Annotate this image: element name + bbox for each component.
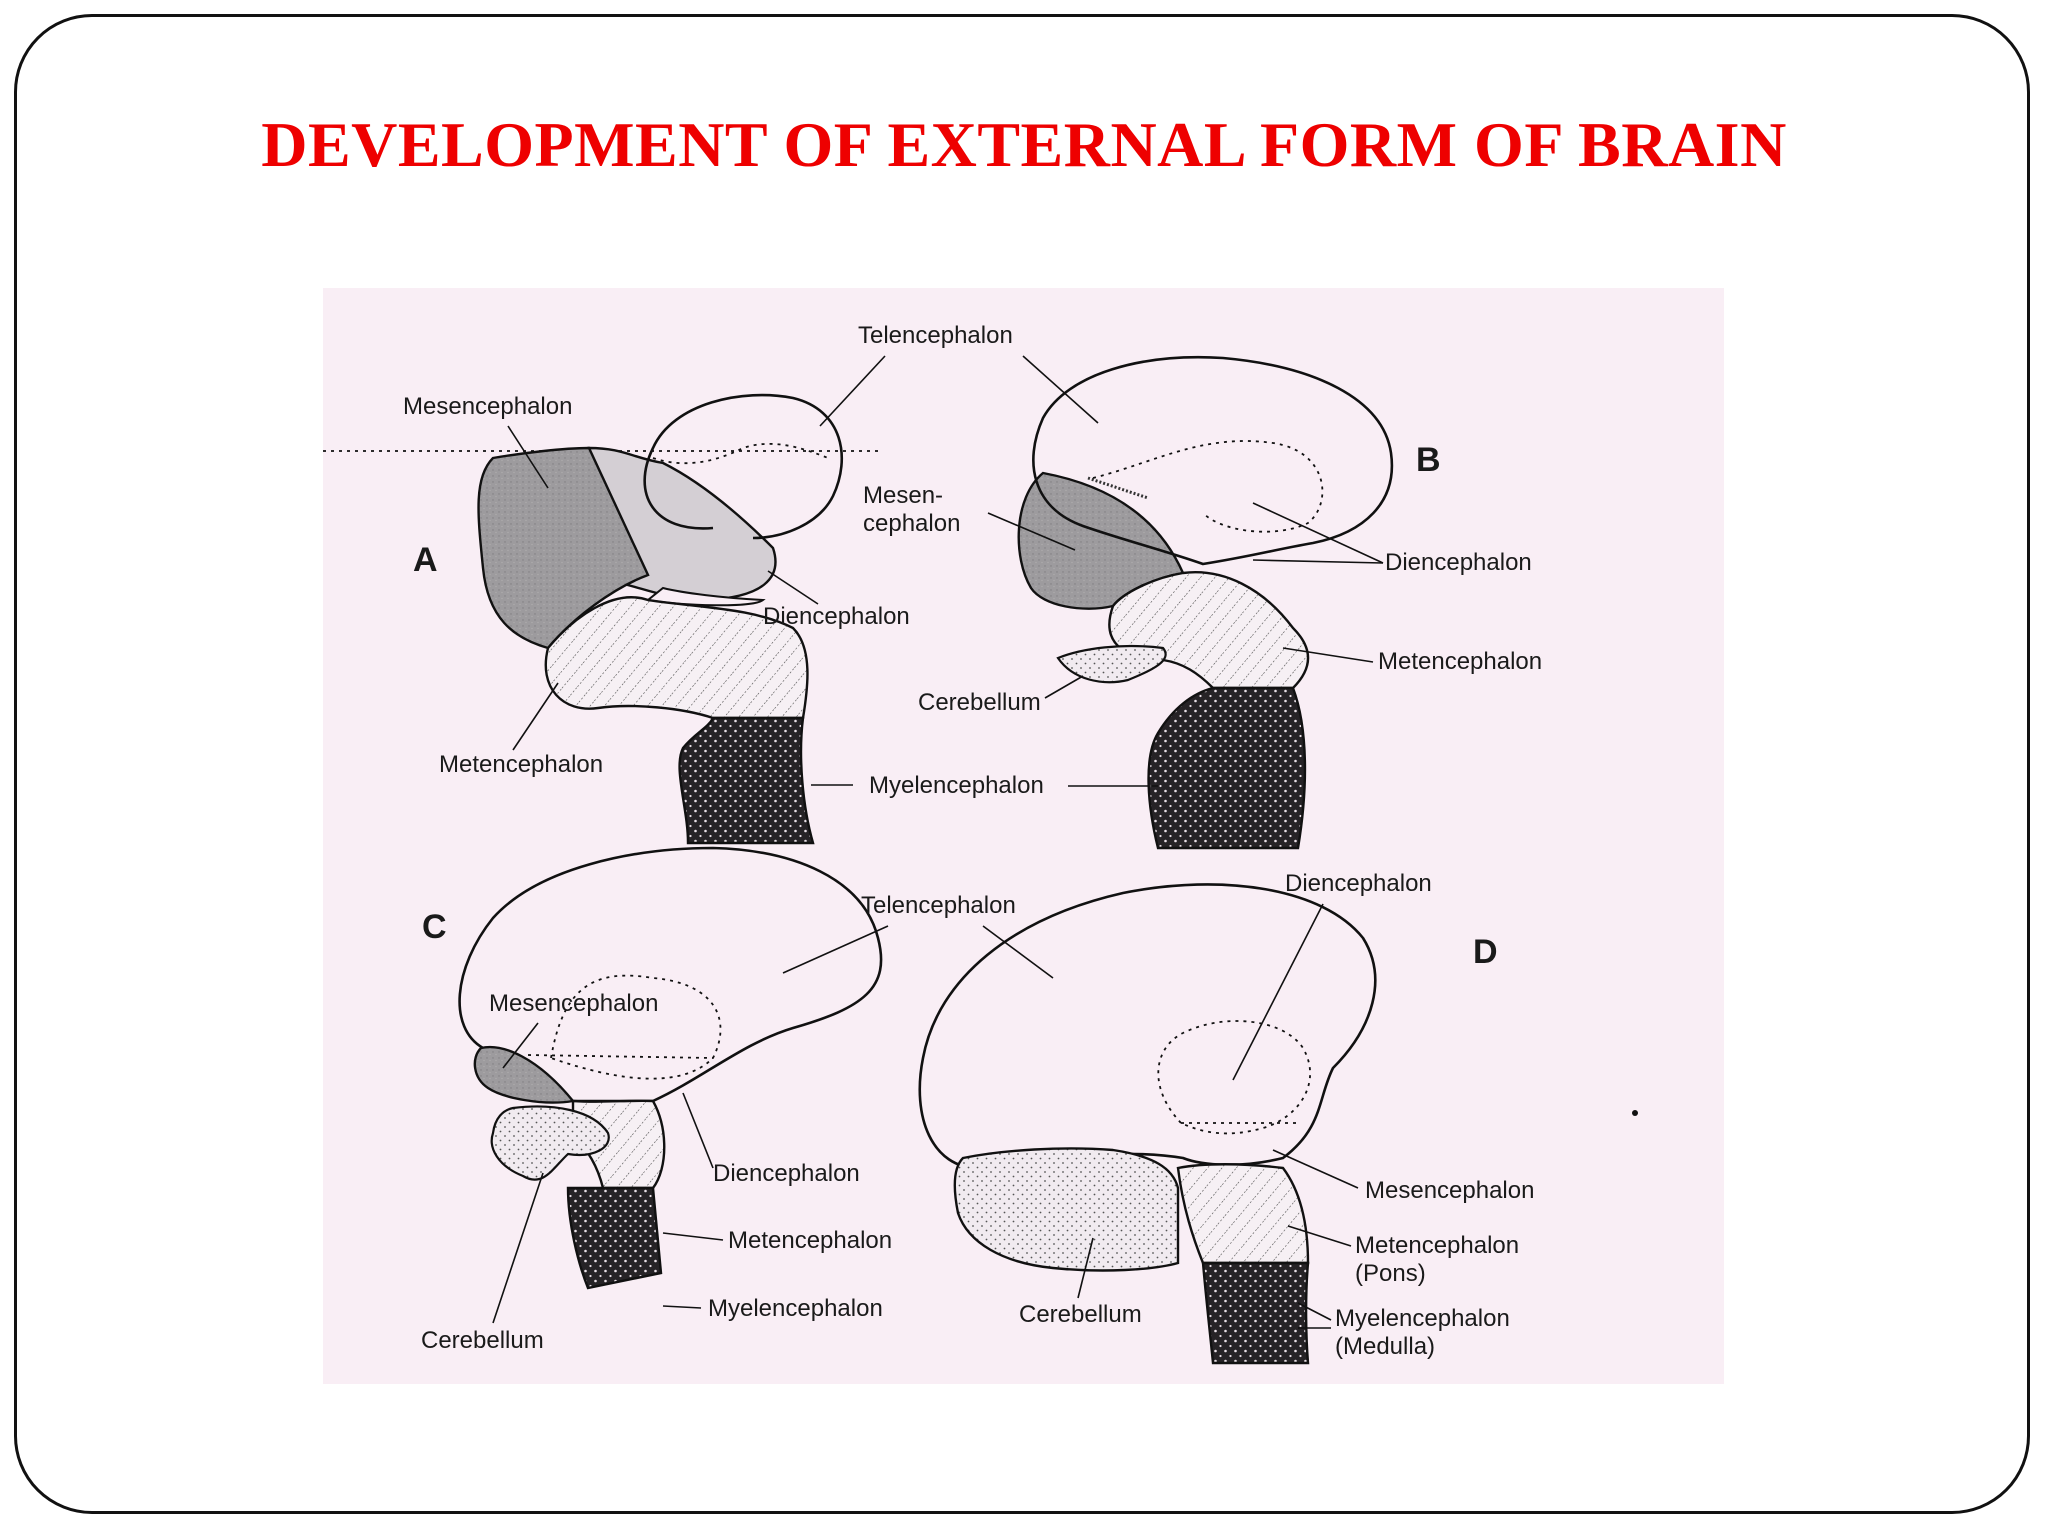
panel-a-telencephalon-shape	[643, 393, 844, 540]
panel-b-label-metencephalon: Metencephalon	[1378, 648, 1542, 675]
panel-b-leader-diencephalon-1	[1252, 502, 1384, 564]
panel-d-leader-telencephalon	[982, 925, 1054, 979]
panel-d-label-metencephalon-2: (Pons)	[1355, 1260, 1426, 1287]
panel-a-letter: A	[413, 541, 438, 579]
panel-d-cerebellum-shape	[953, 1147, 1180, 1272]
panel-c-label-myelencephalon: Myelencephalon	[708, 1295, 883, 1322]
panel-a-label-telencephalon: Telencephalon	[858, 322, 1013, 349]
panel-d-label-cerebellum: Cerebellum	[1019, 1301, 1142, 1328]
panel-d-label-diencephalon: Diencephalon	[1285, 870, 1432, 897]
panel-b-leader-diencephalon-2	[1252, 559, 1384, 564]
panel-a-leader-metencephalon	[512, 682, 559, 751]
panel-b-leader-mesencephalon	[987, 512, 1076, 551]
panel-a-myelencephalon-shape	[678, 716, 815, 845]
panel-c-myelencephalon-shape	[566, 1186, 663, 1290]
panel-b-letter: B	[1416, 441, 1441, 479]
panel-b-label-mesencephalon-1: Mesen-	[863, 482, 943, 509]
panel-c-leader-diencephalon	[682, 1092, 714, 1169]
panel-d: D Diencephalon Mesencephalon Metencephal…	[918, 870, 1638, 1365]
panel-d-leader-myelencephalon-1	[1297, 1302, 1332, 1321]
panel-b-label-cerebellum: Cerebellum	[918, 689, 1041, 716]
panel-a-leader-mesencephalon	[507, 425, 549, 489]
panel-d-leader-mesencephalon	[1272, 1149, 1359, 1189]
panel-a: A Telencephalon Mesencephalon Diencephal…	[323, 322, 1013, 845]
panel-b-leader-telencephalon	[1022, 355, 1099, 424]
panel-c-label-diencephalon: Diencephalon	[713, 1160, 860, 1187]
panel-a-label-diencephalon: Diencephalon	[763, 603, 910, 630]
panel-d-label-myelencephalon-2: (Medulla)	[1335, 1333, 1435, 1360]
panel-b-telencephalon-shape	[1032, 356, 1394, 566]
panel-d-myelencephalon-shape	[1201, 1261, 1310, 1365]
panel-d-diencephalon-dotted	[1157, 1020, 1311, 1135]
panel-c-letter: C	[422, 908, 447, 946]
panel-d-telencephalon-shape	[918, 883, 1377, 1170]
panel-b-diencephalon-dotted	[1092, 440, 1324, 533]
panel-a-metencephalon-shape	[544, 596, 809, 720]
panel-d-label-myelencephalon-1: Myelencephalon	[1335, 1305, 1510, 1332]
panel-d-label-metencephalon-1: Metencephalon	[1355, 1232, 1519, 1259]
panel-c-leader-cerebellum	[492, 1172, 544, 1324]
panel-b-leader-metencephalon	[1282, 647, 1374, 663]
panel-c-diencephalon-dotted	[549, 974, 722, 1080]
panel-a-leader-telencephalon	[819, 355, 886, 427]
panel-d-leader-metencephalon	[1287, 1225, 1352, 1247]
panel-b-hatch-mark	[1087, 476, 1149, 500]
panel-c-mesencephalon-shape	[473, 1045, 576, 1104]
panel-b-leader-cerebellum	[1044, 675, 1084, 699]
panel-b: B Mesen- cephalon Diencephalon Metenceph…	[811, 355, 1542, 850]
panel-c-label-mesencephalon: Mesencephalon	[489, 990, 658, 1017]
panel-d-letter: D	[1473, 933, 1498, 971]
panel-a-label-myelencephalon: Myelencephalon	[869, 772, 1044, 799]
panel-c-label-metencephalon: Metencephalon	[728, 1227, 892, 1254]
slide-title: DEVELOPMENT OF EXTERNAL FORM OF BRAIN	[261, 109, 1787, 180]
panel-b-myelencephalon-shape	[1147, 686, 1307, 850]
panel-c-label-telencephalon: Telencephalon	[861, 892, 1016, 919]
panel-c-label-cerebellum: Cerebellum	[421, 1327, 544, 1354]
panel-d-label-mesencephalon: Mesencephalon	[1365, 1177, 1534, 1204]
panel-c-cerebellum-shape	[490, 1105, 610, 1181]
panel-a-leader-diencephalon	[767, 570, 819, 605]
stray-dot	[1632, 1110, 1638, 1116]
panel-d-metencephalon-shape	[1176, 1163, 1310, 1265]
panel-c: C Telencephalon Mesencephalon Diencephal…	[421, 846, 1054, 1354]
panel-a-label-mesencephalon: Mesencephalon	[403, 393, 572, 420]
panel-c-leader-telencephalon	[782, 925, 889, 974]
panel-c-leader-mesencephalon	[502, 1022, 539, 1069]
panel-b-label-mesencephalon-2: cephalon	[863, 510, 960, 537]
panel-d-leader-cerebellum	[1077, 1237, 1094, 1299]
panel-c-dotted-base	[527, 1054, 714, 1059]
panel-c-leader-myelencephalon	[662, 1305, 702, 1309]
brain-development-figure: A Telencephalon Mesencephalon Diencephal…	[323, 288, 1724, 1384]
panel-d-leader-diencephalon	[1232, 903, 1324, 1081]
panel-a-label-metencephalon: Metencephalon	[439, 751, 603, 778]
panel-b-cerebellum-shape	[1056, 644, 1167, 684]
panel-c-leader-metencephalon	[662, 1232, 724, 1241]
panel-c-telencephalon-shape	[458, 846, 883, 1103]
panel-b-label-diencephalon: Diencephalon	[1385, 549, 1532, 576]
